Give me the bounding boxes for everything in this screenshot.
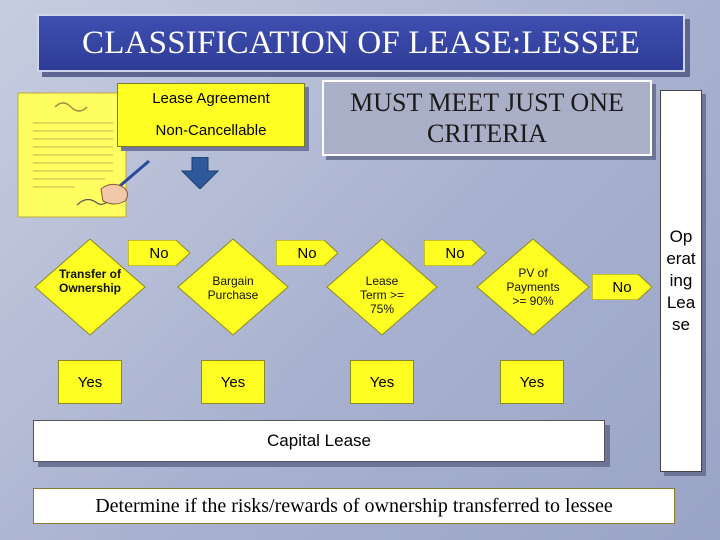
criteria-note: MUST MEET JUST ONE CRITERIA: [322, 80, 652, 156]
no-label: No: [149, 244, 169, 262]
yes-box: Yes: [350, 360, 414, 404]
lease-agreement-label: Lease Agreement: [152, 90, 270, 107]
yes-box: Yes: [58, 360, 122, 404]
criterion-label: Bargain Purchase: [207, 274, 259, 302]
no-arrow: No: [592, 274, 652, 300]
criterion-diamond-transfer: Transfer of Ownership: [34, 238, 146, 336]
criterion-label: PV of Payments >= 90%: [506, 266, 560, 308]
yes-box: Yes: [500, 360, 564, 404]
operating-lease-label: Operating Lease: [666, 227, 696, 334]
no-label: No: [297, 244, 317, 262]
no-arrow: No: [424, 240, 486, 266]
criterion-diamond-bargain: Bargain Purchase: [177, 238, 289, 336]
no-label: No: [445, 244, 465, 262]
no-arrow: No: [128, 240, 190, 266]
footer-note: Determine if the risks/rewards of owners…: [33, 488, 675, 524]
criterion-label: Transfer of Ownership: [58, 267, 121, 295]
no-label: No: [612, 278, 632, 296]
slide-title: CLASSIFICATION OF LEASE:LESSEE: [37, 14, 685, 72]
lease-document-icon: [15, 85, 155, 220]
down-arrow-icon: [180, 156, 220, 190]
capital-lease-box: Capital Lease: [33, 420, 605, 462]
criterion-diamond-lease-term: Lease Term >= 75%: [326, 238, 438, 336]
no-arrow: No: [276, 240, 338, 266]
criterion-diamond-pv-payments: PV of Payments >= 90%: [476, 238, 590, 336]
lease-agreement-box: Lease Agreement Non-Cancellable: [117, 83, 305, 147]
non-cancellable-label: Non-Cancellable: [155, 122, 267, 139]
criterion-label: Lease Term >= 75%: [359, 274, 404, 316]
yes-box: Yes: [201, 360, 265, 404]
operating-lease-box: Operating Lease: [660, 90, 702, 472]
